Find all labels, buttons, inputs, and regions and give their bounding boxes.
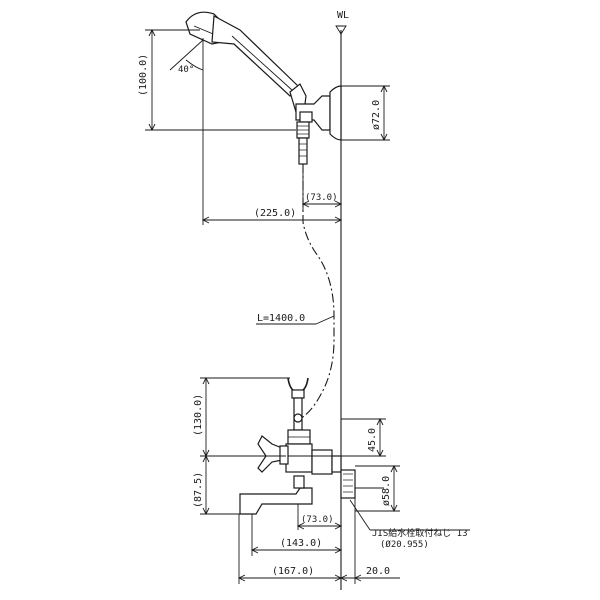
bracket-diameter-dimension: ø72.0 <box>341 84 390 142</box>
showerhead-angle-label: 40° <box>178 65 194 75</box>
bracket-offset-dimension: (73.0) <box>301 164 343 210</box>
shower-head <box>185 11 307 113</box>
spout-height-dimension: (87.5) <box>193 454 240 516</box>
spout-height-label: (87.5) <box>193 472 204 508</box>
top-offset-dimension: 45.0 <box>312 417 386 458</box>
top-offset-label: 45.0 <box>367 428 378 452</box>
inlet-diameter-label: ø58.0 <box>381 476 392 506</box>
bracket-diameter-label: ø72.0 <box>371 100 382 130</box>
jis-thread-label: JIS給水栓取付ねじ 13 <box>372 527 468 539</box>
body-and-elbow <box>311 449 356 499</box>
body-offset-label: (73.0) <box>301 515 334 525</box>
inlet-diameter-dimension: ø58.0 <box>355 464 400 513</box>
hand-shower-holder <box>287 377 309 431</box>
thread-size-label: (Ø20.955) <box>380 539 429 550</box>
wall-gap-dimension: 20.0 <box>339 498 400 584</box>
hose-length-label: L=1400.0 <box>257 313 305 324</box>
holder-height-label: (130.0) <box>193 394 204 436</box>
cross-handle <box>257 435 289 473</box>
shower-wall-bracket <box>295 85 342 141</box>
hose-connector-upper <box>296 121 310 165</box>
showerhead-reach-label: (225.0) <box>254 208 296 219</box>
spout <box>239 475 313 515</box>
wall-label: WL <box>337 10 349 21</box>
body-offset-dimension: (73.0) <box>296 504 343 530</box>
showerhead-angle-dimension: 40° <box>169 38 204 225</box>
spout-reach-label: (143.0) <box>280 538 322 549</box>
bracket-offset-label: (73.0) <box>305 193 338 203</box>
spout-reach-dimension: (143.0) <box>250 514 343 556</box>
jis-thread-note: JIS給水栓取付ねじ 13 (Ø20.955) <box>349 499 470 550</box>
total-reach-label: (167.0) <box>272 566 314 577</box>
diverter-valve <box>285 429 313 473</box>
wall-gap-label: 20.0 <box>366 566 390 577</box>
hose-length-annotation: L=1400.0 <box>256 313 335 325</box>
showerhead-reach-dimension: (225.0) <box>201 208 343 224</box>
holder-height-dimension: (130.0) <box>193 376 290 458</box>
showerhead-height-label: (100.0) <box>138 54 149 96</box>
showerhead-height-dimension: (100.0) <box>138 28 296 132</box>
